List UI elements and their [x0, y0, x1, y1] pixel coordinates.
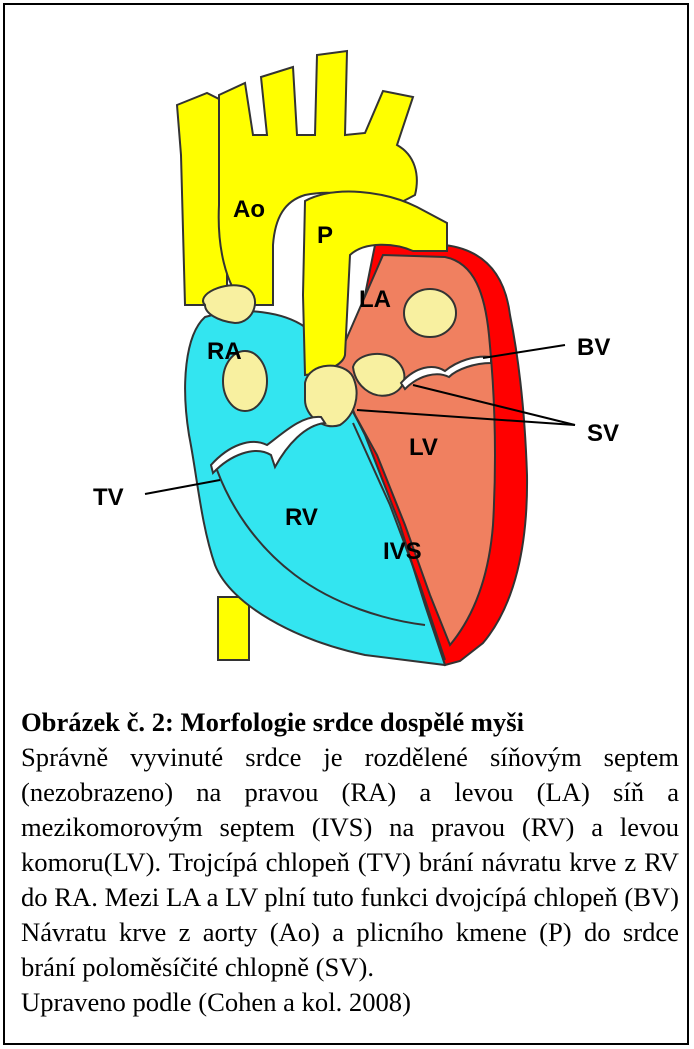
heart-diagram: Ao P LA RA LV RV IVS TV BV SV: [5, 5, 694, 705]
figure-caption: Obrázek č. 2: Morfologie srdce dospělé m…: [21, 705, 679, 1020]
figure-frame: Ao P LA RA LV RV IVS TV BV SV Obrázek č.…: [3, 3, 689, 1045]
label-la: LA: [359, 286, 391, 313]
caption-body: Správně vyvinuté srdce je rozdělené síňo…: [21, 740, 679, 985]
label-sv: SV: [587, 420, 619, 447]
label-ra: RA: [207, 338, 242, 365]
la-vessel-opening: [404, 289, 456, 337]
label-tv: TV: [93, 484, 124, 511]
caption-title: Obrázek č. 2: Morfologie srdce dospělé m…: [21, 705, 679, 740]
label-p: P: [317, 222, 333, 249]
label-bv: BV: [577, 334, 610, 361]
label-lv: LV: [409, 434, 438, 461]
label-rv: RV: [285, 504, 318, 531]
label-ivs: IVS: [383, 538, 422, 565]
caption-source: Upraveno podle (Cohen a kol. 2008): [21, 985, 679, 1020]
label-ao: Ao: [233, 196, 265, 223]
inferior-vena-cava: [218, 597, 249, 660]
